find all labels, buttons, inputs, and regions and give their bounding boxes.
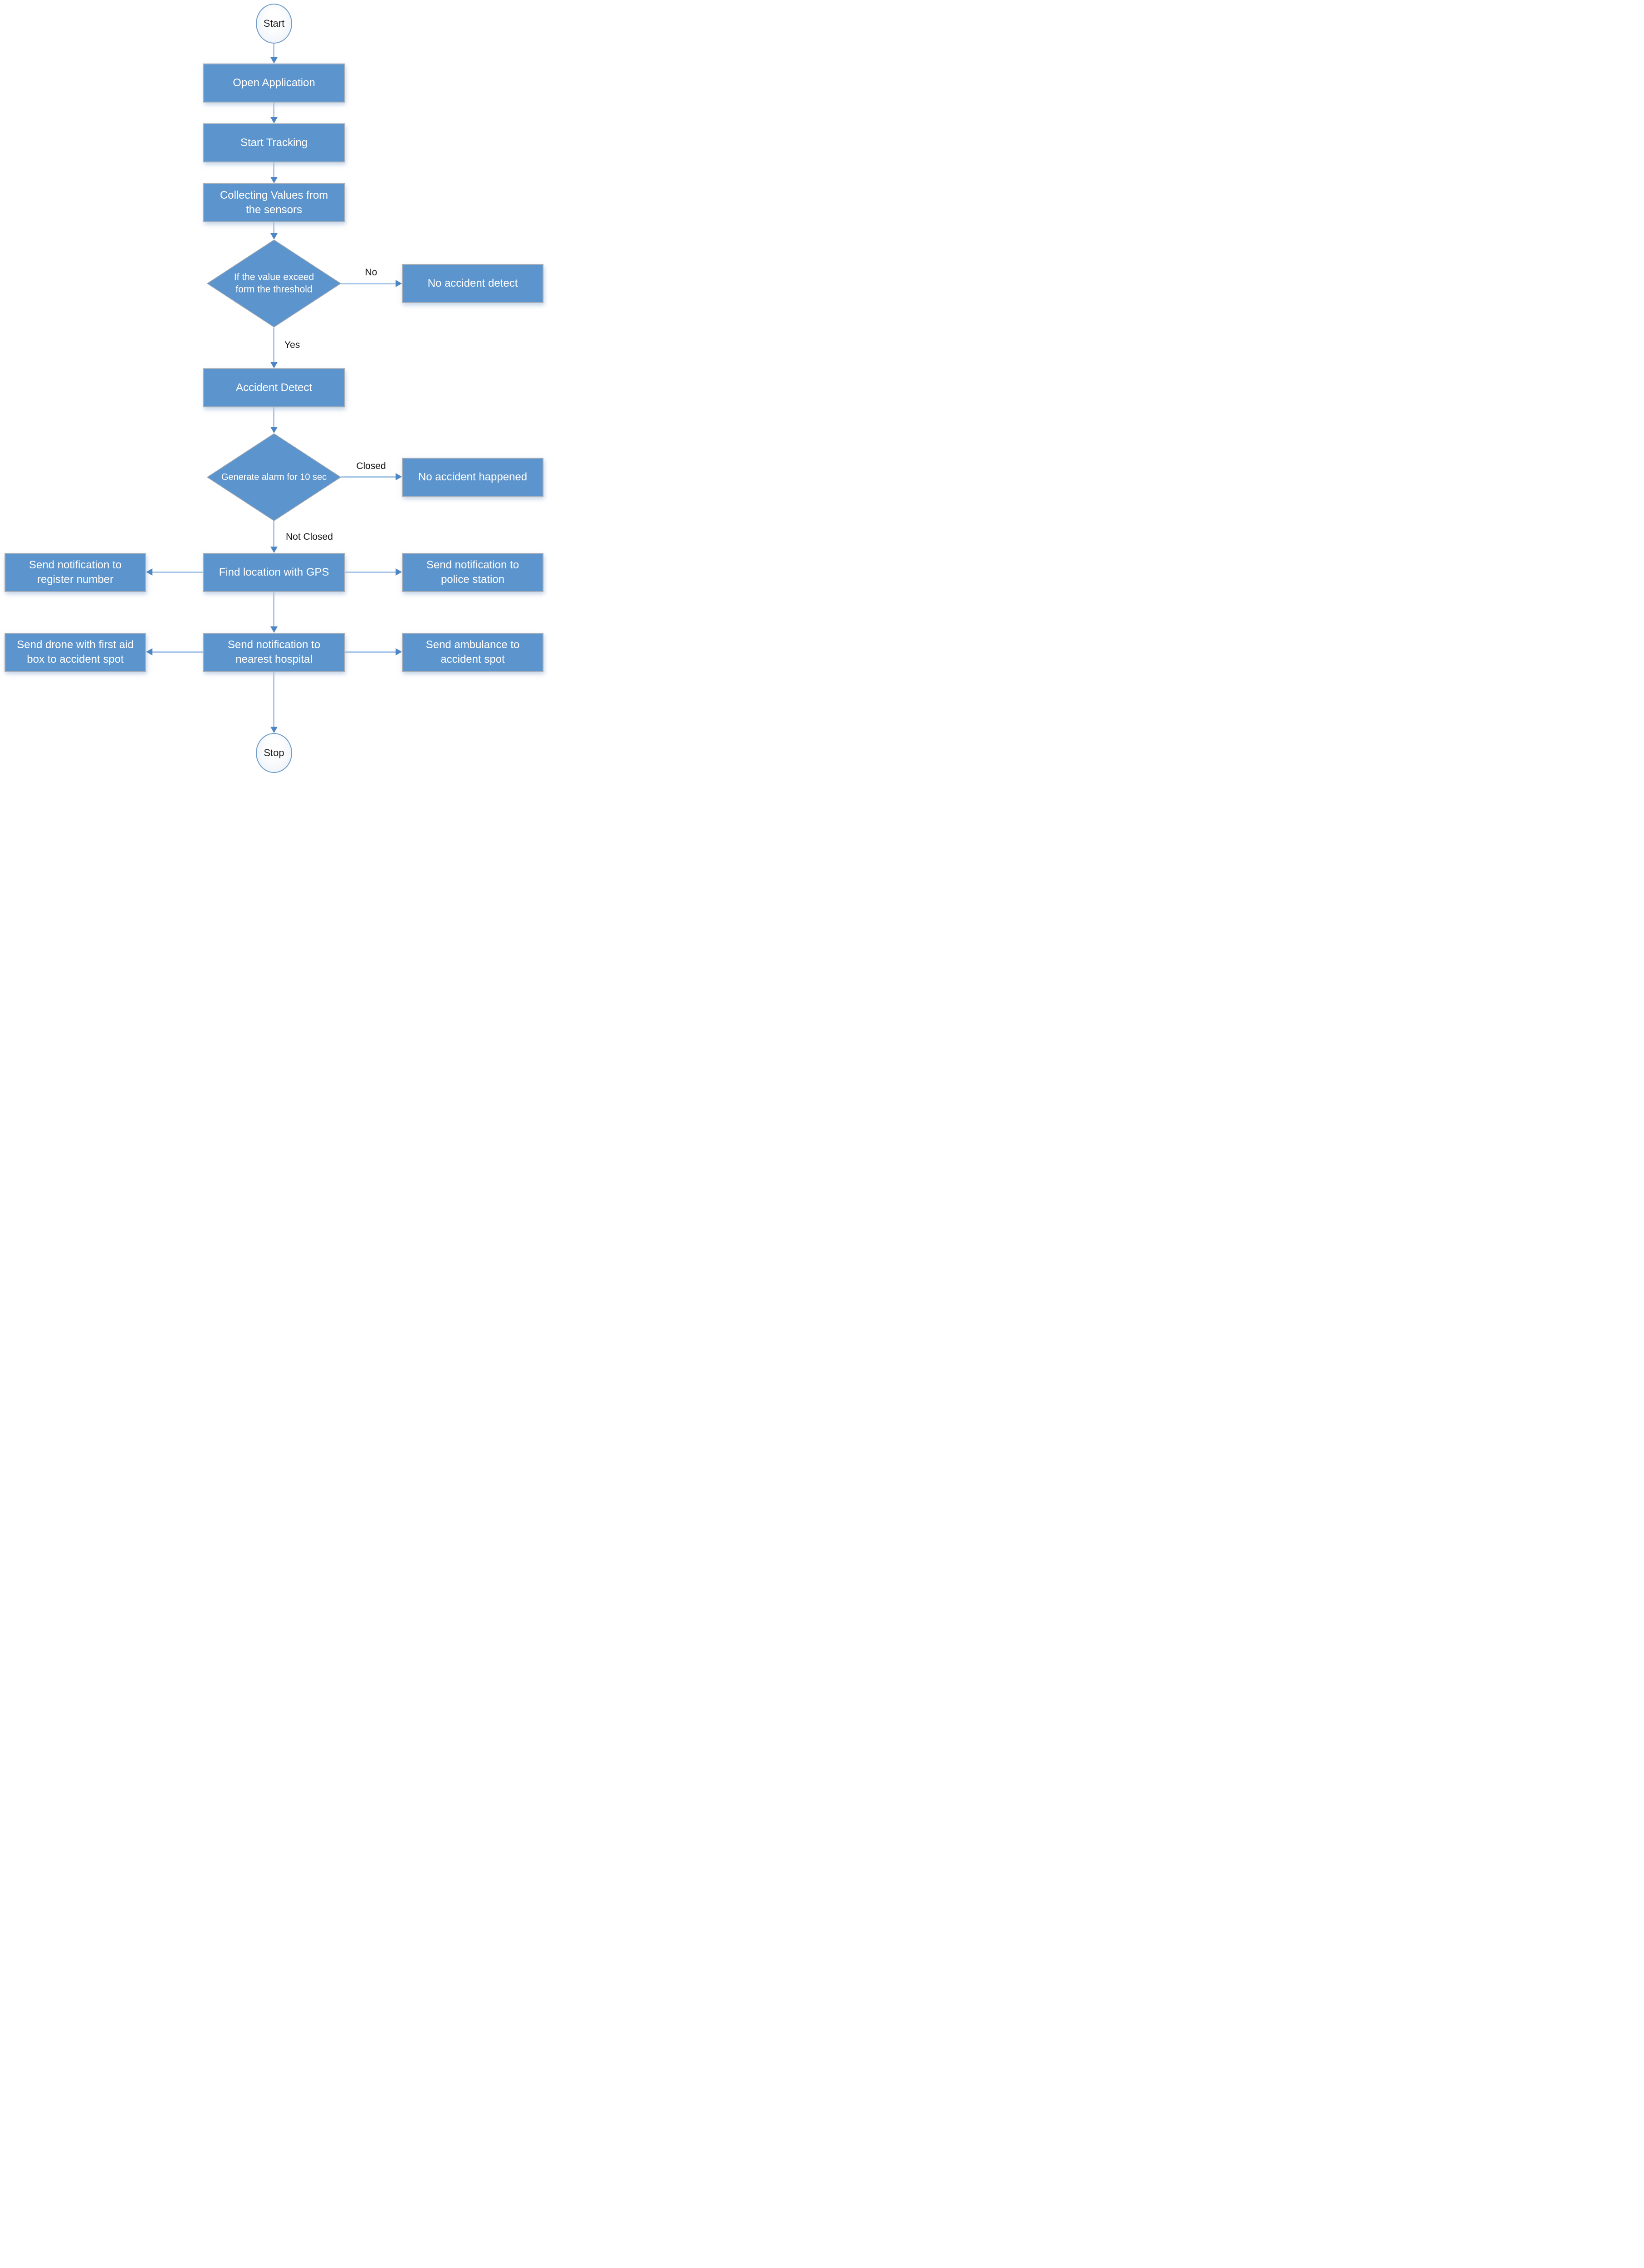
node-send-register-number: Send notification to register number bbox=[5, 553, 146, 592]
node-start-label: Start bbox=[263, 18, 285, 29]
edge-threshold-no-accident-detect bbox=[341, 283, 396, 284]
arrowhead-left-icon bbox=[146, 648, 152, 655]
arrowhead-down-icon bbox=[270, 547, 278, 553]
arrowhead-left-icon bbox=[146, 568, 152, 576]
edge-hospital-drone bbox=[152, 651, 203, 653]
arrowhead-down-icon bbox=[270, 57, 278, 64]
node-no-accident-happened: No accident happened bbox=[402, 458, 543, 497]
edge-hospital-ambulance bbox=[345, 651, 396, 653]
arrowhead-right-icon bbox=[396, 280, 402, 287]
edge-label-closed: Closed bbox=[356, 461, 386, 471]
node-accident-detect-label: Accident Detect bbox=[235, 381, 313, 394]
node-send-drone-first-aid-label: Send drone with first aid box to acciden… bbox=[17, 639, 134, 665]
node-send-nearest-hospital-label: Send notification to nearest hospital bbox=[227, 639, 321, 665]
node-accident-detect: Accident Detect bbox=[203, 368, 345, 407]
arrowhead-down-icon bbox=[270, 727, 278, 733]
decision-diamond-shape bbox=[207, 240, 341, 327]
edge-alarm-find-location bbox=[273, 521, 274, 547]
edge-start-open-application bbox=[273, 44, 274, 57]
node-start-tracking-label: Start Tracking bbox=[240, 137, 308, 149]
node-send-police-station: Send notification to police station bbox=[402, 553, 543, 592]
arrowhead-right-icon bbox=[396, 648, 402, 655]
node-find-location-gps-label: Find location with GPS bbox=[219, 566, 329, 579]
arrowhead-down-icon bbox=[270, 233, 278, 240]
arrowhead-down-icon bbox=[270, 626, 278, 633]
arrowhead-down-icon bbox=[270, 362, 278, 368]
node-start-tracking: Start Tracking bbox=[203, 123, 345, 162]
edge-label-no: No bbox=[365, 267, 377, 278]
node-stop: Stop bbox=[256, 733, 292, 773]
decision-diamond-shape bbox=[207, 433, 341, 521]
edge-find-location-nearest-hospital bbox=[273, 592, 274, 626]
edge-alarm-no-accident-happened bbox=[341, 476, 396, 478]
edge-label-yes: Yes bbox=[284, 340, 300, 350]
node-collecting-values: Collecting Values from the sensors bbox=[203, 183, 345, 222]
node-start: Start bbox=[256, 4, 292, 44]
edge-label-not-closed: Not Closed bbox=[286, 532, 333, 542]
node-open-application-label: Open Application bbox=[233, 77, 315, 89]
edge-find-location-register-number bbox=[152, 572, 203, 573]
node-no-accident-detect: No accident detect bbox=[402, 264, 543, 303]
node-collecting-values-label: Collecting Values from the sensors bbox=[220, 189, 328, 216]
node-send-drone-first-aid: Send drone with first aid box to acciden… bbox=[5, 633, 146, 672]
edge-accident-detect-alarm-decision bbox=[273, 407, 274, 427]
node-send-register-number-label: Send notification to register number bbox=[29, 559, 122, 586]
arrowhead-right-icon bbox=[396, 473, 402, 480]
node-find-location-gps: Find location with GPS bbox=[203, 553, 345, 592]
node-send-ambulance-label: Send ambulance to accident spot bbox=[426, 639, 520, 665]
arrowhead-down-icon bbox=[270, 427, 278, 433]
arrowhead-right-icon bbox=[396, 568, 402, 576]
node-threshold-decision-label: If the value exceed form the threshold bbox=[234, 272, 314, 295]
arrowhead-down-icon bbox=[270, 117, 278, 123]
node-alarm-decision: Generate alarm for 10 sec bbox=[207, 433, 341, 521]
flowchart-canvas: Start Open Application Start Tracking Co… bbox=[0, 0, 548, 775]
arrowhead-down-icon bbox=[270, 177, 278, 183]
node-send-nearest-hospital: Send notification to nearest hospital bbox=[203, 633, 345, 672]
edge-open-application-start-tracking bbox=[273, 103, 274, 117]
node-open-application: Open Application bbox=[203, 64, 345, 103]
node-stop-label: Stop bbox=[264, 747, 284, 758]
edge-threshold-accident-detect bbox=[273, 327, 274, 362]
node-send-police-station-label: Send notification to police station bbox=[426, 559, 519, 586]
node-no-accident-happened-label: No accident happened bbox=[418, 471, 528, 484]
node-alarm-decision-label: Generate alarm for 10 sec bbox=[221, 472, 327, 482]
edge-hospital-stop bbox=[273, 672, 274, 727]
edge-find-location-police-station bbox=[345, 572, 396, 573]
node-no-accident-detect-label: No accident detect bbox=[427, 277, 518, 290]
node-send-ambulance: Send ambulance to accident spot bbox=[402, 633, 543, 672]
node-threshold-decision: If the value exceed form the threshold bbox=[207, 240, 341, 327]
edge-collecting-threshold-decision bbox=[273, 222, 274, 233]
edge-start-tracking-collecting bbox=[273, 162, 274, 177]
